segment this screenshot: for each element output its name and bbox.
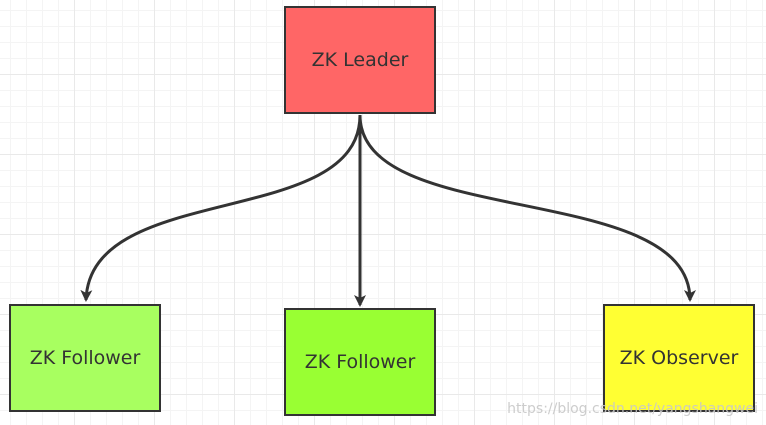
edge-leader-to-follower-1: [80, 114, 362, 302]
watermark-text: https://blog.csdn.net/yangshangwei: [507, 401, 758, 417]
edge-leader-to-observer: [358, 114, 696, 302]
node-zk-follower-1-label: ZK Follower: [29, 347, 141, 369]
node-zk-leader[interactable]: ZK Leader: [284, 6, 436, 114]
node-zk-observer-label: ZK Observer: [619, 347, 739, 369]
node-zk-follower-2[interactable]: ZK Follower: [284, 308, 436, 416]
node-zk-follower-2-label: ZK Follower: [304, 351, 416, 373]
node-zk-follower-1[interactable]: ZK Follower: [9, 304, 161, 412]
node-zk-leader-label: ZK Leader: [311, 49, 409, 71]
node-zk-observer[interactable]: ZK Observer: [603, 304, 755, 412]
